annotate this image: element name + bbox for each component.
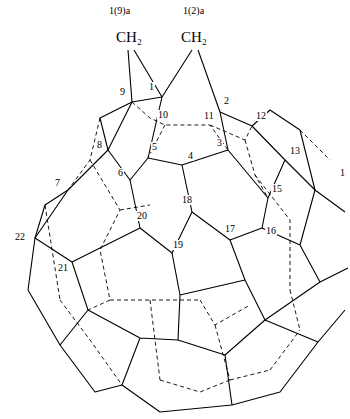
- atom-number: 4: [187, 151, 194, 161]
- atom-number: 6: [117, 168, 124, 178]
- front-bond: [148, 112, 345, 212]
- atom-number: 1: [148, 82, 155, 92]
- atom-number: 15: [271, 184, 283, 194]
- atom-number: 13: [289, 146, 301, 156]
- atom-number: 2: [223, 96, 230, 106]
- back-bonds: [45, 102, 330, 392]
- back-bond: [68, 118, 120, 310]
- atom-number: 12: [255, 111, 267, 121]
- atom-number: 21: [57, 263, 69, 273]
- front-bonds: [28, 50, 348, 412]
- atom-number: 20: [136, 211, 148, 221]
- group-formula: CH₂: [115, 30, 143, 45]
- atom-number: 7: [54, 178, 61, 188]
- atom-number: 8: [96, 140, 103, 150]
- back-bond: [60, 290, 300, 392]
- front-bond: [182, 150, 285, 240]
- atom-number: 18: [181, 195, 193, 205]
- atom-number: 1: [339, 168, 346, 178]
- atom-number: 16: [265, 226, 277, 236]
- outline: [100, 102, 315, 190]
- atom-number: 22: [14, 232, 26, 242]
- atom-number: 5: [151, 142, 158, 152]
- group-formula: CH₂: [180, 30, 208, 45]
- bridge-label: 1(2)a: [182, 6, 205, 16]
- atom-number: 10: [157, 110, 169, 120]
- front-bond: [60, 262, 318, 405]
- bridge-label: 1(9)a: [108, 6, 131, 16]
- atom-number: 3: [216, 138, 223, 148]
- front-bond: [35, 150, 192, 262]
- front-bond: [172, 240, 265, 355]
- atom-number: 9: [119, 87, 126, 97]
- back-bond: [45, 130, 330, 300]
- front-bond: [262, 190, 348, 320]
- back-bond: [132, 102, 252, 158]
- atom-number: 17: [224, 224, 236, 234]
- atom-number: 11: [203, 111, 215, 121]
- atom-number: 19: [172, 240, 184, 250]
- back-bond: [110, 300, 300, 380]
- bridge-bonds: [128, 50, 220, 112]
- back-bond: [120, 140, 268, 325]
- outline: [28, 190, 345, 412]
